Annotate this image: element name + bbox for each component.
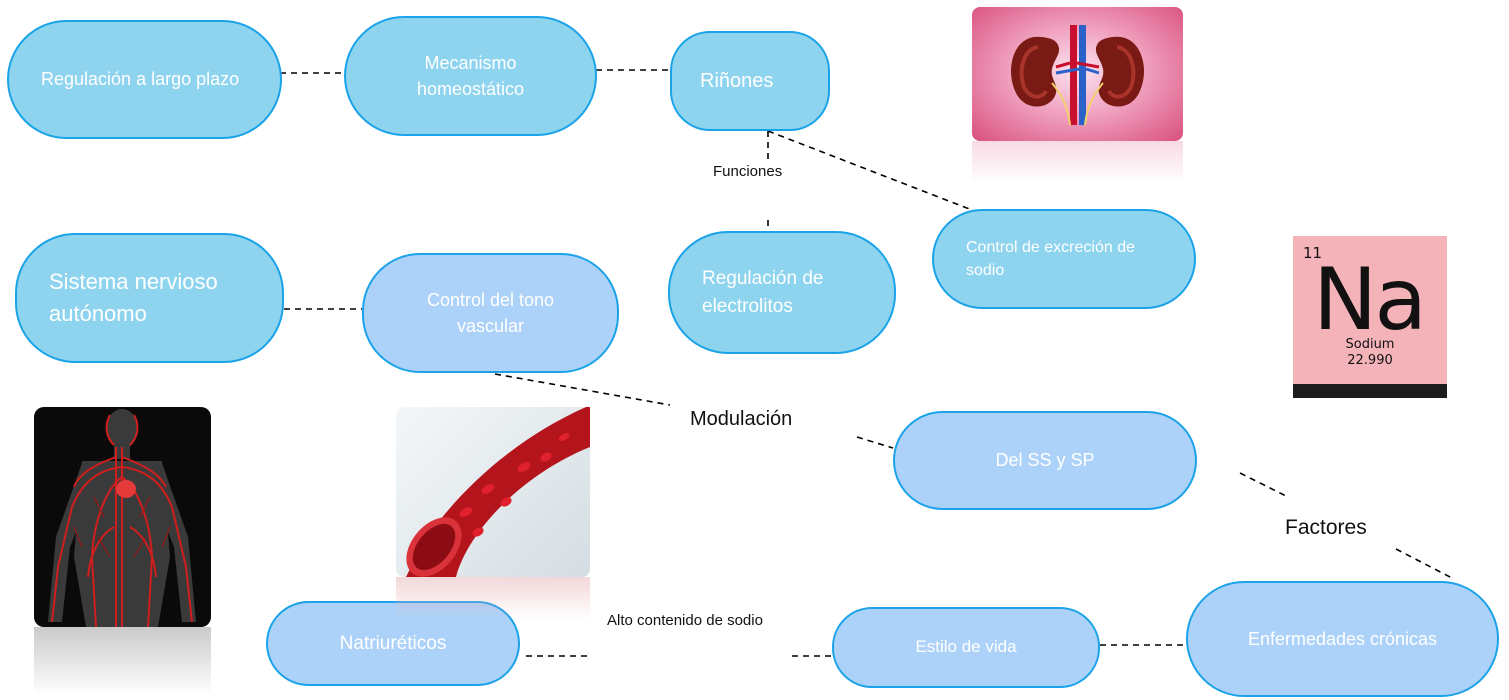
connector-tono-modulacion [494,373,671,406]
kidneys-image [972,7,1183,183]
connector-delss-factores [1239,472,1287,497]
node-label: Mecanismo homeostático [416,52,525,99]
sodium-element-image: 11 Na Sodium 22.990 [1293,236,1447,398]
node-label: Sistema nervioso autónomo [49,269,218,326]
label-funciones: Funciones [713,163,783,180]
connector-factores-enfermedades [1395,548,1453,579]
node-rinones[interactable]: Riñones [670,31,830,131]
node-control-tono-vascular[interactable]: Control del tono vascular [362,253,619,373]
node-label: Regulación de electrolitos [702,267,824,317]
node-regulacion-electrolitos[interactable]: Regulación de electrolitos [668,231,896,354]
node-regulacion-largo-plazo[interactable]: Regulación a largo plazo [7,20,282,139]
sodium-symbol: Na [1313,250,1427,350]
sodium-name: Sodium [1345,337,1395,352]
node-label: Control de excreción de sodio [966,238,1135,279]
node-control-excrecion-sodio[interactable]: Control de excreción de sodio [932,209,1196,309]
node-label: Estilo de vida [915,637,1017,657]
node-label: Riñones [700,69,774,92]
sodium-mass: 22.990 [1347,353,1393,368]
node-del-ss-sp[interactable]: Del SS y SP [893,411,1197,510]
blood-vessel-image [396,407,590,620]
node-label: Enfermedades crónicas [1247,628,1438,649]
label-alto-contenido-sodio: Alto contenido de sodio [607,610,777,633]
node-enfermedades-cronicas[interactable]: Enfermedades crónicas [1186,581,1499,697]
label-factores: Factores [1285,516,1367,539]
circulatory-system-image [34,407,211,695]
node-estilo-de-vida[interactable]: Estilo de vida [832,607,1100,688]
node-label: Control del tono vascular [426,289,555,336]
stock-watermark-bar [1293,384,1447,398]
connector-rinones-excrecion [767,130,973,211]
sodium-atomic-number: 11 [1303,244,1323,262]
node-label: Natriuréticos [339,632,447,654]
label-modulacion: Modulación [690,408,793,430]
node-label: Del SS y SP [995,450,1095,471]
connector-modulacion-delss [856,436,894,449]
node-natriureticos[interactable]: Natriuréticos [266,601,520,686]
node-mecanismo-homeostatico[interactable]: Mecanismo homeostático [344,16,597,136]
label-alto-contenido-sodio-text: Alto contenido de sodio [607,612,763,629]
node-sistema-nervioso-autonomo[interactable]: Sistema nervioso autónomo [15,233,284,363]
node-label: Regulación a largo plazo [41,69,240,90]
